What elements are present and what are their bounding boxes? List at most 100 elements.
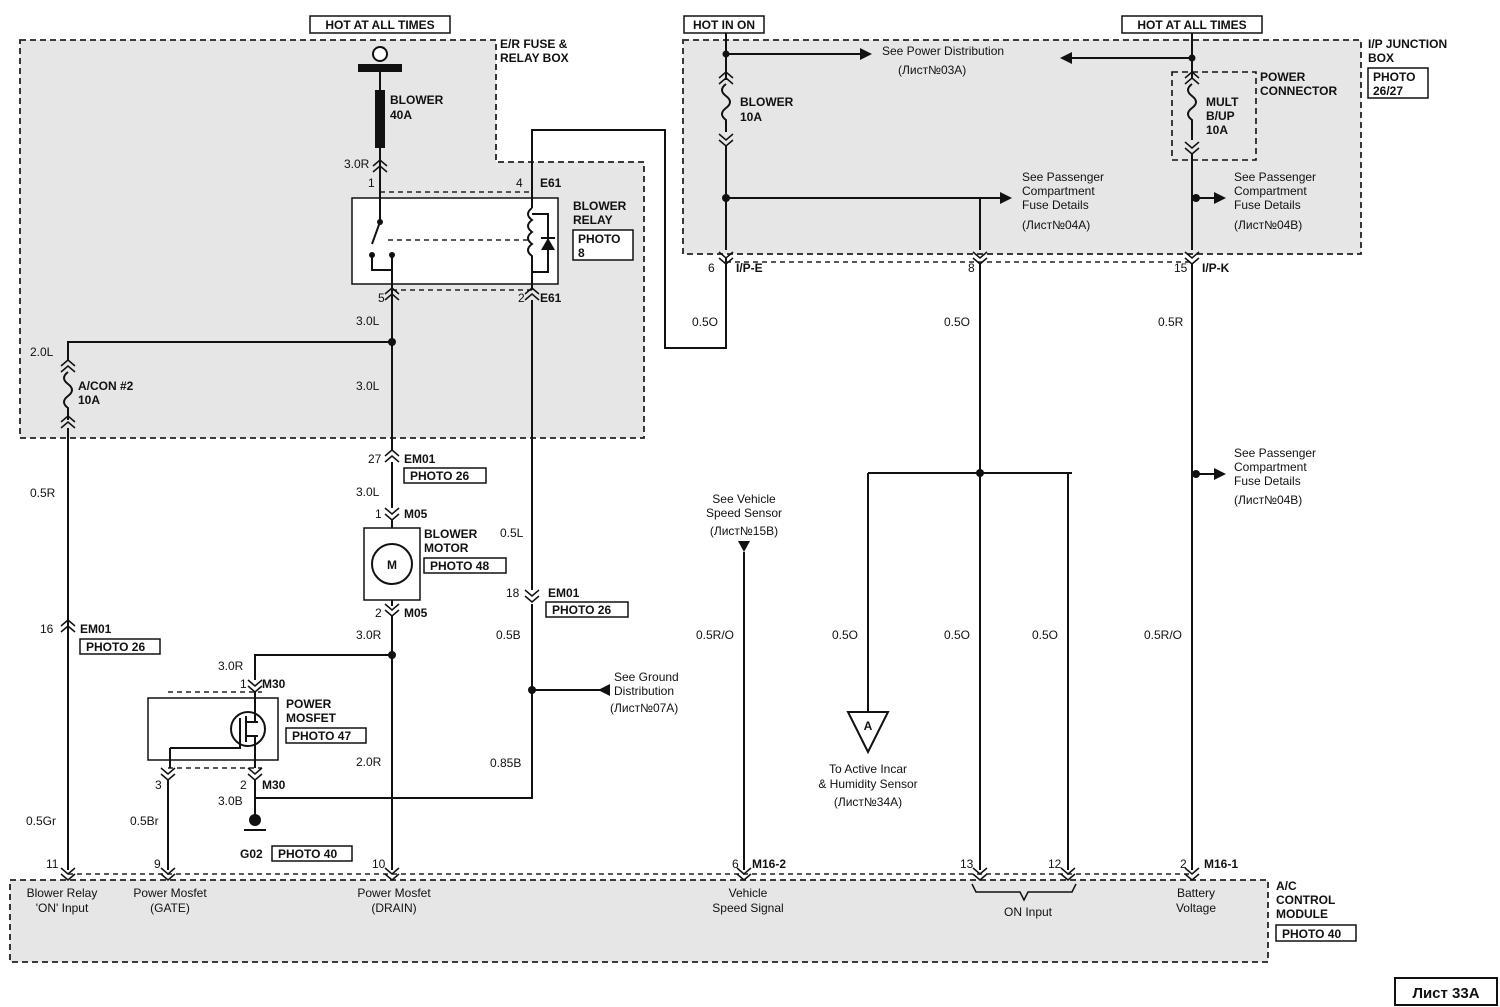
ground-g02-icon: [249, 814, 261, 826]
blower-relay-label-1: BLOWER: [573, 199, 627, 213]
ip-blower-fuse-label: BLOWER: [740, 95, 794, 109]
svg-text:3.0B: 3.0B: [218, 794, 243, 808]
ref-pass-b-sheet: (Лист№04В): [1234, 218, 1302, 232]
wire-0-5br: 0.5Br: [130, 814, 159, 828]
conn-m05-1: M05: [404, 507, 428, 521]
wire-0-5o-8: 0.5O: [944, 315, 970, 329]
wire-2-0l: [67, 341, 392, 360]
svg-text:PHOTO 26: PHOTO 26: [86, 640, 145, 654]
acon-10a-fuse-icon: [63, 371, 73, 420]
er-box-label-2: RELAY BOX: [500, 51, 569, 65]
conn-em01-16: EM01: [80, 622, 112, 636]
photo-47-tag: [285, 727, 367, 744]
blower-relay-label-2: RELAY: [573, 213, 613, 227]
mosfet-icon: [230, 711, 266, 747]
svg-text:2: 2: [375, 606, 382, 620]
acon-fuse-label: A/CON #2: [78, 379, 134, 393]
relay-coil-icon: [527, 207, 534, 290]
svg-text:18: 18: [506, 586, 520, 600]
wire-0-5o-12: 0.5O: [1032, 628, 1058, 642]
wire-ground-return: [255, 604, 533, 799]
photo-40-ground-tag: [271, 845, 353, 862]
ref-incar-2: & Humidity Sensor: [818, 777, 917, 791]
ref-pass-c-1: See Passenger: [1234, 446, 1316, 460]
ac-control-module-box: [9, 879, 1269, 963]
wire-0-5l: 0.5L: [500, 526, 524, 540]
ref-vss-sheet: (Лист№15В): [710, 524, 778, 538]
svg-text:12: 12: [1048, 857, 1062, 871]
svg-text:M: M: [387, 558, 397, 572]
hot-in-on-tag: HOT IN ON: [683, 15, 765, 34]
svg-text:HOT IN ON: HOT IN ON: [693, 18, 755, 32]
conn-m05-2: M05: [404, 606, 428, 620]
power-connector-box: [1171, 71, 1257, 161]
svg-text:PHOTO 40: PHOTO 40: [278, 847, 337, 861]
svg-text:Voltage: Voltage: [1176, 901, 1216, 915]
svg-text:1: 1: [375, 507, 382, 521]
er-fuse-relay-box-zone: [19, 39, 645, 439]
wire-3-0l-c: 3.0L: [356, 485, 380, 499]
svg-text:Speed Signal: Speed Signal: [712, 901, 783, 915]
svg-text:3: 3: [155, 778, 162, 792]
wire-0-5r-left: 0.5R: [30, 486, 56, 500]
blower-motor-label-1: BLOWER: [424, 527, 478, 541]
svg-text:PHOTO: PHOTO: [578, 232, 620, 246]
photo-48-tag: [423, 557, 507, 574]
photo-40-module-tag: [1275, 924, 1357, 942]
ref-pass-a-1: See Passenger: [1022, 170, 1104, 184]
svg-text:11: 11: [46, 857, 59, 871]
ref-pass-b-3: Fuse Details: [1234, 198, 1301, 212]
svg-text:15: 15: [1174, 261, 1188, 275]
ip-box-label-2: BOX: [1368, 51, 1394, 65]
ref-ground-3: (Лист№07А): [610, 701, 678, 715]
ref-power-dist: See Power Distribution: [882, 44, 1004, 58]
ground-dist-arrow-icon: [598, 684, 610, 696]
wire-0-5o-a: 0.5O: [832, 628, 858, 642]
ref-power-dist-sheet: (Лист№03А): [898, 63, 966, 77]
ref-pass-c-2: Compartment: [1234, 460, 1307, 474]
wire-0-5o-ip: 0.5O: [692, 315, 718, 329]
ref-incar-1: To Active Incar: [829, 762, 907, 776]
conn-ip-e: I/P-E: [736, 261, 763, 275]
svg-text:3.0R: 3.0R: [218, 659, 244, 673]
relay-conn-e61-top: E61: [540, 176, 562, 190]
terminal-mosfet-gate: Power Mosfet: [133, 886, 207, 900]
ip-blower-fuse-rating: 10A: [740, 110, 762, 124]
svg-text:9: 9: [154, 857, 161, 871]
ground-g02-label: G02: [240, 847, 263, 861]
svg-text:8: 8: [578, 246, 585, 260]
photo-26-tag-c: [545, 601, 629, 618]
ref-vss-2: Speed Sensor: [706, 506, 782, 520]
blower-10a-fuse-icon: [721, 83, 731, 132]
terminal-battery-voltage: Battery: [1177, 886, 1215, 900]
relay-conn-e61-bottom: E61: [540, 291, 562, 305]
ac-module-label-2: CONTROL: [1276, 893, 1335, 907]
svg-text:2: 2: [1180, 857, 1187, 871]
pass-a-arrow-icon: [1000, 192, 1012, 204]
conn-em01-27: EM01: [404, 452, 436, 466]
terminal-on-input: ON Input: [1004, 905, 1053, 919]
blower-motor-label-2: MOTOR: [424, 541, 469, 555]
conn-m16-2: M16-2: [752, 857, 786, 871]
svg-text:PHOTO 48: PHOTO 48: [430, 559, 489, 573]
svg-text:13: 13: [960, 857, 974, 871]
ref-pass-a-3: Fuse Details: [1022, 198, 1089, 212]
wire-3-0r-mid: 3.0R: [356, 628, 382, 642]
wire-0-85b: 0.85B: [490, 756, 521, 770]
photo-26-tag-a: [403, 467, 487, 484]
conn-m16-1: M16-1: [1204, 857, 1238, 871]
wire-0-5b: 0.5B: [496, 628, 521, 642]
blower-40a-fuse-icon: [375, 90, 385, 148]
power-bus-bar: [358, 64, 402, 72]
svg-text:PHOTO 47: PHOTO 47: [292, 729, 351, 743]
terminal-speed-signal: Vehicle: [729, 886, 768, 900]
er-box-label-1: E/R FUSE &: [500, 37, 568, 51]
ip-junction-box-zone: [682, 39, 1362, 255]
mult-bup-10a-fuse-icon: [1187, 83, 1197, 140]
terminal-blower-relay-on: Blower Relay: [27, 886, 98, 900]
acon-fuse-rating: 10A: [78, 393, 100, 407]
svg-text:27: 27: [368, 452, 382, 466]
svg-text:'ON' Input: 'ON' Input: [36, 901, 89, 915]
wire-gate: [167, 748, 171, 870]
